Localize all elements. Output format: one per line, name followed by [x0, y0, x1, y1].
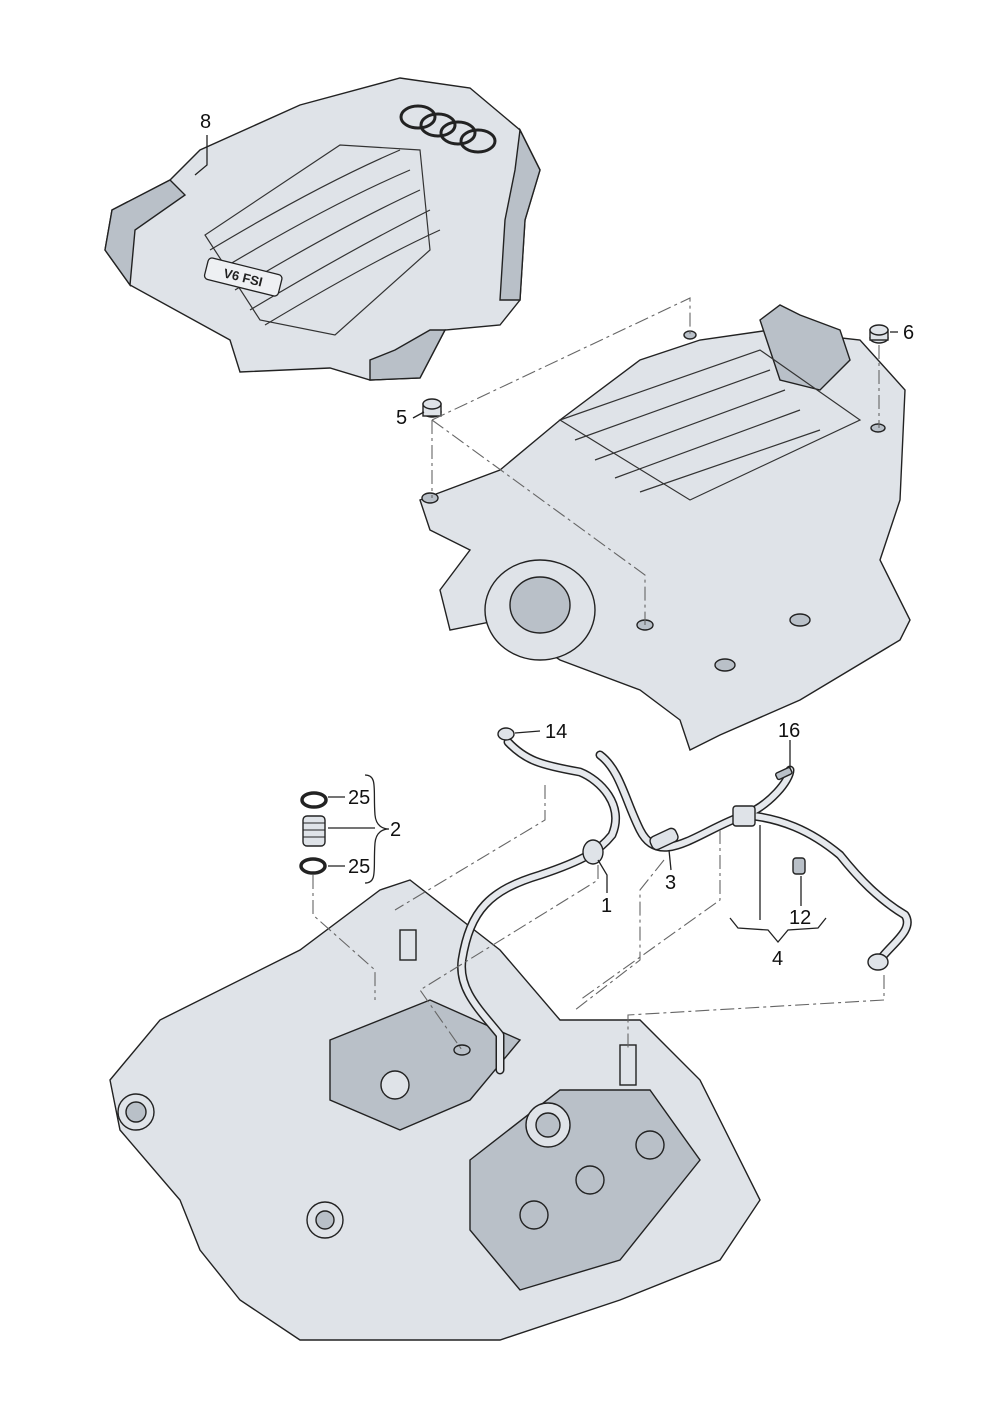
clamp-12 — [792, 857, 806, 875]
callout-25-bottom: 25 — [348, 856, 370, 878]
callout-1: 1 — [601, 895, 612, 917]
callout-12: 12 — [789, 907, 811, 929]
brand-logo-icon — [399, 104, 497, 154]
seal-ring-25-bottom — [299, 857, 327, 875]
cover-badge-plate — [203, 257, 283, 297]
ring-14 — [497, 727, 515, 741]
breather-hose-4 — [595, 750, 912, 971]
callout-5: 5 — [396, 407, 407, 429]
breather-hose-1 — [457, 737, 621, 1075]
callout-16: 16 — [778, 720, 800, 742]
bolt-16 — [775, 766, 793, 781]
plug-2 — [302, 815, 326, 847]
callout-8: 8 — [200, 111, 211, 133]
seal-ring-25-top — [300, 791, 328, 809]
callout-6: 6 — [903, 322, 914, 344]
assembly-lines — [312, 297, 885, 1051]
callout-labels: 8 5 6 14 16 25 2 25 1 3 12 4 — [200, 111, 914, 970]
engine-block — [109, 879, 761, 1341]
callout-14: 14 — [545, 721, 567, 743]
grommet-6 — [869, 324, 889, 344]
callout-2: 2 — [390, 819, 401, 841]
leader-lines — [194, 135, 898, 944]
callout-3: 3 — [665, 872, 676, 894]
intake-manifold — [419, 304, 911, 751]
callout-4: 4 — [772, 948, 783, 970]
valve-3 — [649, 827, 679, 851]
callout-25-top: 25 — [348, 787, 370, 809]
engine-cover: V6 FSI — [104, 77, 541, 381]
grommet-5 — [422, 398, 442, 418]
